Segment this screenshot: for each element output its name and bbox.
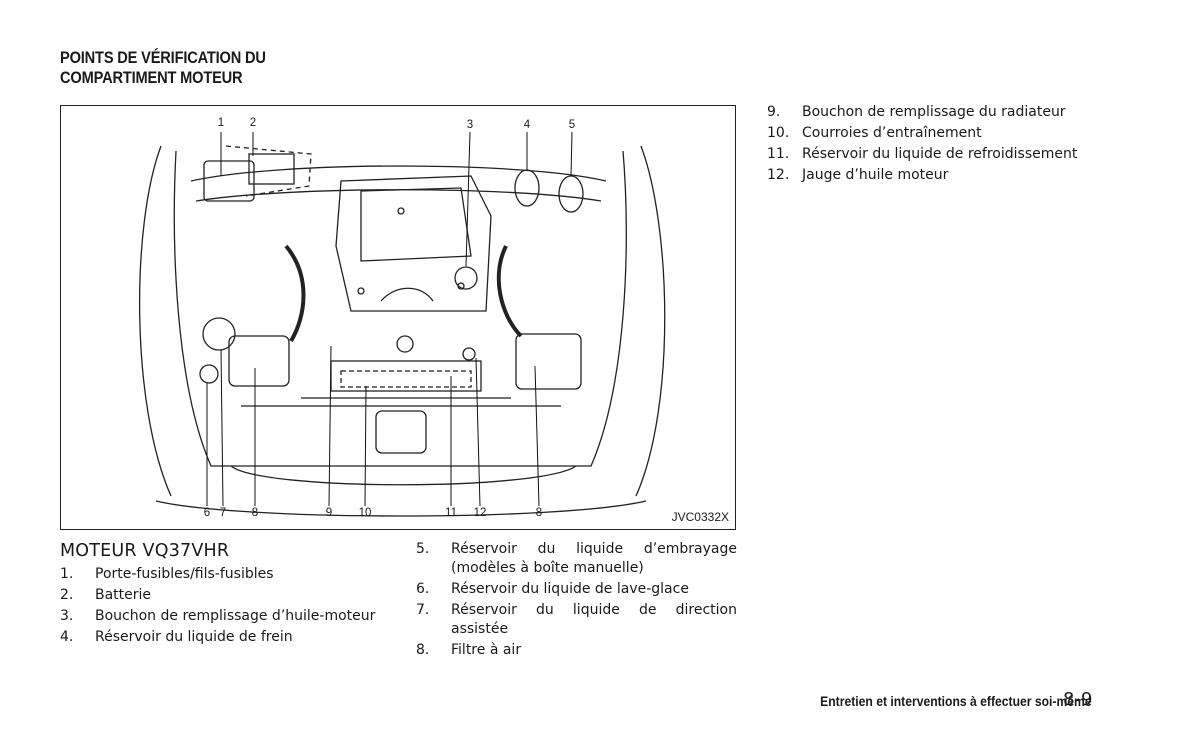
- callout-9: 9: [325, 507, 333, 519]
- items-list-right: 9. Bouchon de remplissage du radiateur 10…: [767, 103, 1089, 187]
- page-heading: POINTS DE VÉRIFICATION DU COMPARTIMENT M…: [60, 48, 266, 88]
- list-item-number: 1.: [60, 566, 74, 582]
- list-item: 6. Réservoir du liquide de lave-glace: [416, 580, 737, 599]
- callout-2: 2: [249, 117, 257, 129]
- list-item-text: Batterie: [95, 587, 152, 603]
- figure-code: JVC0332X: [671, 510, 729, 524]
- items-list-left: 1. Porte-fusibles/fils-fusibles 2. Batteri…: [60, 565, 385, 649]
- list-item-number: 6.: [416, 581, 430, 597]
- page-number: 8-9: [1063, 689, 1093, 710]
- section-title: MOTEUR VQ37VHR: [60, 541, 230, 561]
- list-item-number: 8.: [416, 642, 430, 658]
- list-item-text: Bouchon de remplissage d’huile-moteur: [95, 608, 376, 624]
- list-item: 4. Réservoir du liquide de frein: [60, 628, 385, 647]
- list-item-number: 4.: [60, 629, 74, 645]
- list-item: 12. Jauge d’huile moteur: [767, 166, 1089, 185]
- list-item-number: 7.: [416, 602, 430, 618]
- callout-10: 10: [358, 507, 372, 519]
- list-item-text: Bouchon de remplissage du radiateur: [802, 104, 1066, 120]
- list-item: 2. Batterie: [60, 586, 385, 605]
- list-item: 11. Réservoir du liquide de refroidisseme…: [767, 145, 1089, 164]
- list-item: 9. Bouchon de remplissage du radiateur: [767, 103, 1089, 122]
- list-item-number: 12.: [767, 167, 790, 183]
- callout-11: 11: [445, 507, 457, 519]
- callout-8-left: 8: [251, 507, 259, 519]
- list-item-text: Réservoir du liquide de refroidissement: [802, 146, 1078, 162]
- page-heading-line1: POINTS DE VÉRIFICATION DU: [60, 48, 266, 67]
- list-item-text: Jauge d’huile moteur: [802, 167, 949, 183]
- list-item-number: 5.: [416, 541, 430, 557]
- callout-6: 6: [203, 507, 211, 519]
- list-item-number: 11.: [767, 146, 790, 162]
- callout-12: 12: [473, 507, 487, 519]
- engine-drawing: [138, 131, 666, 517]
- list-item-text: Filtre à air: [451, 642, 522, 658]
- list-item: 5. Réservoir du liquide d’embrayage (modè…: [416, 540, 737, 578]
- callout-1: 1: [217, 117, 225, 129]
- list-item-text: Porte-fusibles/fils-fusibles: [95, 566, 274, 582]
- list-item: 10. Courroies d’entraînement: [767, 124, 1089, 143]
- list-item-number: 2.: [60, 587, 74, 603]
- list-item-text: Réservoir du liquide de direction assist…: [451, 602, 737, 637]
- list-item-text: Réservoir du liquide de lave-glace: [451, 581, 689, 597]
- list-item-text: Réservoir du liquide d’embrayage (modèle…: [451, 541, 737, 576]
- callout-8-right: 8: [535, 507, 543, 519]
- callout-3: 3: [466, 119, 474, 131]
- list-item: 1. Porte-fusibles/fils-fusibles: [60, 565, 385, 584]
- list-item-number: 9.: [767, 104, 781, 120]
- callout-4: 4: [523, 119, 531, 131]
- list-item-text: Courroies d’entraînement: [802, 125, 982, 141]
- page-heading-line2: COMPARTIMENT MOTEUR: [60, 68, 243, 87]
- list-item: 3. Bouchon de remplissage d’huile-moteur: [60, 607, 385, 626]
- callout-5: 5: [568, 119, 576, 131]
- list-item: 8. Filtre à air: [416, 641, 737, 660]
- callout-7: 7: [219, 507, 227, 519]
- items-list-middle: 5. Réservoir du liquide d’embrayage (modè…: [416, 540, 737, 662]
- list-item-number: 3.: [60, 608, 74, 624]
- list-item-text: Réservoir du liquide de frein: [95, 629, 293, 645]
- engine-diagram: 1 2 3 4 5 6 7 8 9 10 11 12 8 JVC0332X: [60, 105, 736, 530]
- list-item: 7. Réservoir du liquide de direction assi…: [416, 601, 737, 639]
- list-item-number: 10.: [767, 125, 790, 141]
- footer-chapter: Entretien et interventions à effectuer s…: [820, 694, 1092, 709]
